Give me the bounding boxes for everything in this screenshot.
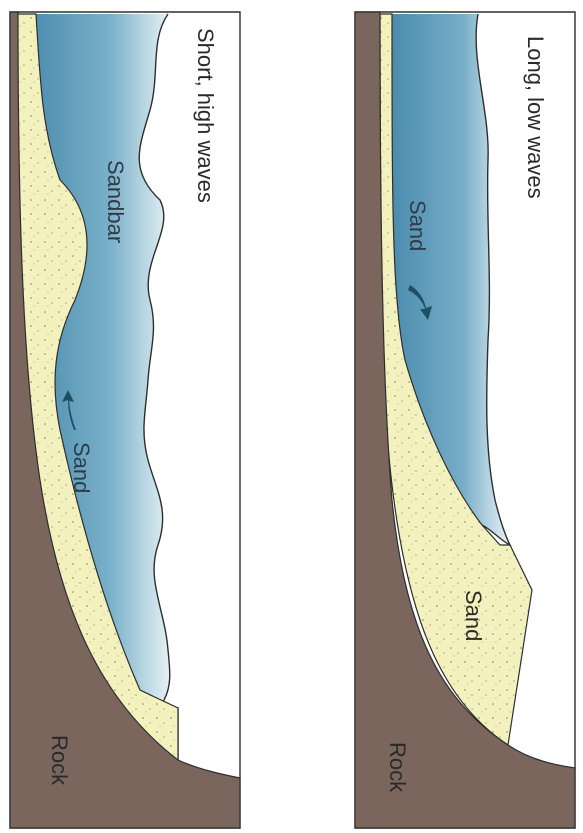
panel-short-high-waves: Short, high waves Sandbar Sand Rock — [10, 12, 240, 828]
wave-type-title: Long, low waves — [523, 36, 548, 199]
sand-label-beach: Sand — [461, 590, 486, 641]
rock-label: Rock — [385, 742, 410, 793]
wave-type-title: Short, high waves — [193, 28, 218, 203]
panel-long-low-waves: Long, low waves Sand Sand Rock — [355, 12, 575, 828]
sandbar-label: Sandbar — [103, 160, 128, 243]
sand-label: Sand — [69, 442, 94, 493]
sand-label-water: Sand — [405, 200, 430, 251]
rock-label: Rock — [47, 735, 72, 786]
